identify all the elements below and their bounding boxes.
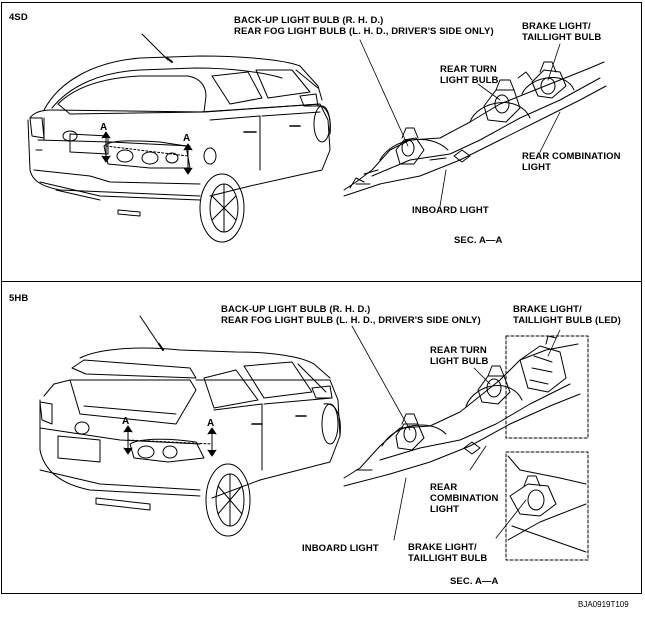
sedan-section-label: SEC. A—A [454, 235, 503, 246]
figure-code: BJA0919T109 [578, 600, 629, 609]
hatchback-backup-fog-label: BACK-UP LIGHT BULB (R. H. D.) REAR FOG L… [221, 304, 481, 326]
hatchback-rear-turn-label: REAR TURN LIGHT BULB [430, 345, 489, 367]
sedan-inboard-label: INBOARD LIGHT [412, 205, 489, 216]
hatchback-brake-led-label: BRAKE LIGHT/ TAILLIGHT BULB (LED) [513, 304, 621, 326]
hatchback-arrow-letter-right: A [207, 418, 215, 429]
hatchback-car-drawing [39, 315, 341, 537]
hatchback-section-drawing [343, 335, 589, 561]
figure-frame [1, 2, 642, 594]
sedan-tag: 4SD [9, 12, 28, 23]
sedan-arrow-letter-right: A [183, 133, 191, 144]
sedan-rear-turn-label: REAR TURN LIGHT BULB [440, 64, 499, 86]
panel-divider [1, 281, 642, 282]
hatchback-rear-combination-label: REAR COMBINATION LIGHT [430, 482, 499, 515]
hatchback-section-label: SEC. A—A [450, 576, 499, 587]
sedan-section-drawing [343, 61, 607, 197]
sedan-brake-taillight-label: BRAKE LIGHT/ TAILLIGHT BULB [522, 21, 602, 43]
sedan-leaders [359, 39, 561, 207]
sedan-backup-fog-label: BACK-UP LIGHT BULB (R. H. D.) REAR FOG L… [234, 15, 494, 37]
sedan-rear-combination-label: REAR COMBINATION LIGHT [522, 151, 621, 173]
sedan-arrow-letter-left: A [100, 122, 108, 133]
hatchback-arrow-letter-left: A [122, 416, 130, 427]
hatchback-tag: 5HB [9, 293, 29, 304]
sedan-car-drawing [27, 33, 331, 243]
hatchback-leaders [351, 325, 561, 541]
hatchback-brake-taillight-label: BRAKE LIGHT/ TAILLIGHT BULB [408, 542, 488, 564]
hatchback-inboard-label: INBOARD LIGHT [302, 543, 379, 554]
